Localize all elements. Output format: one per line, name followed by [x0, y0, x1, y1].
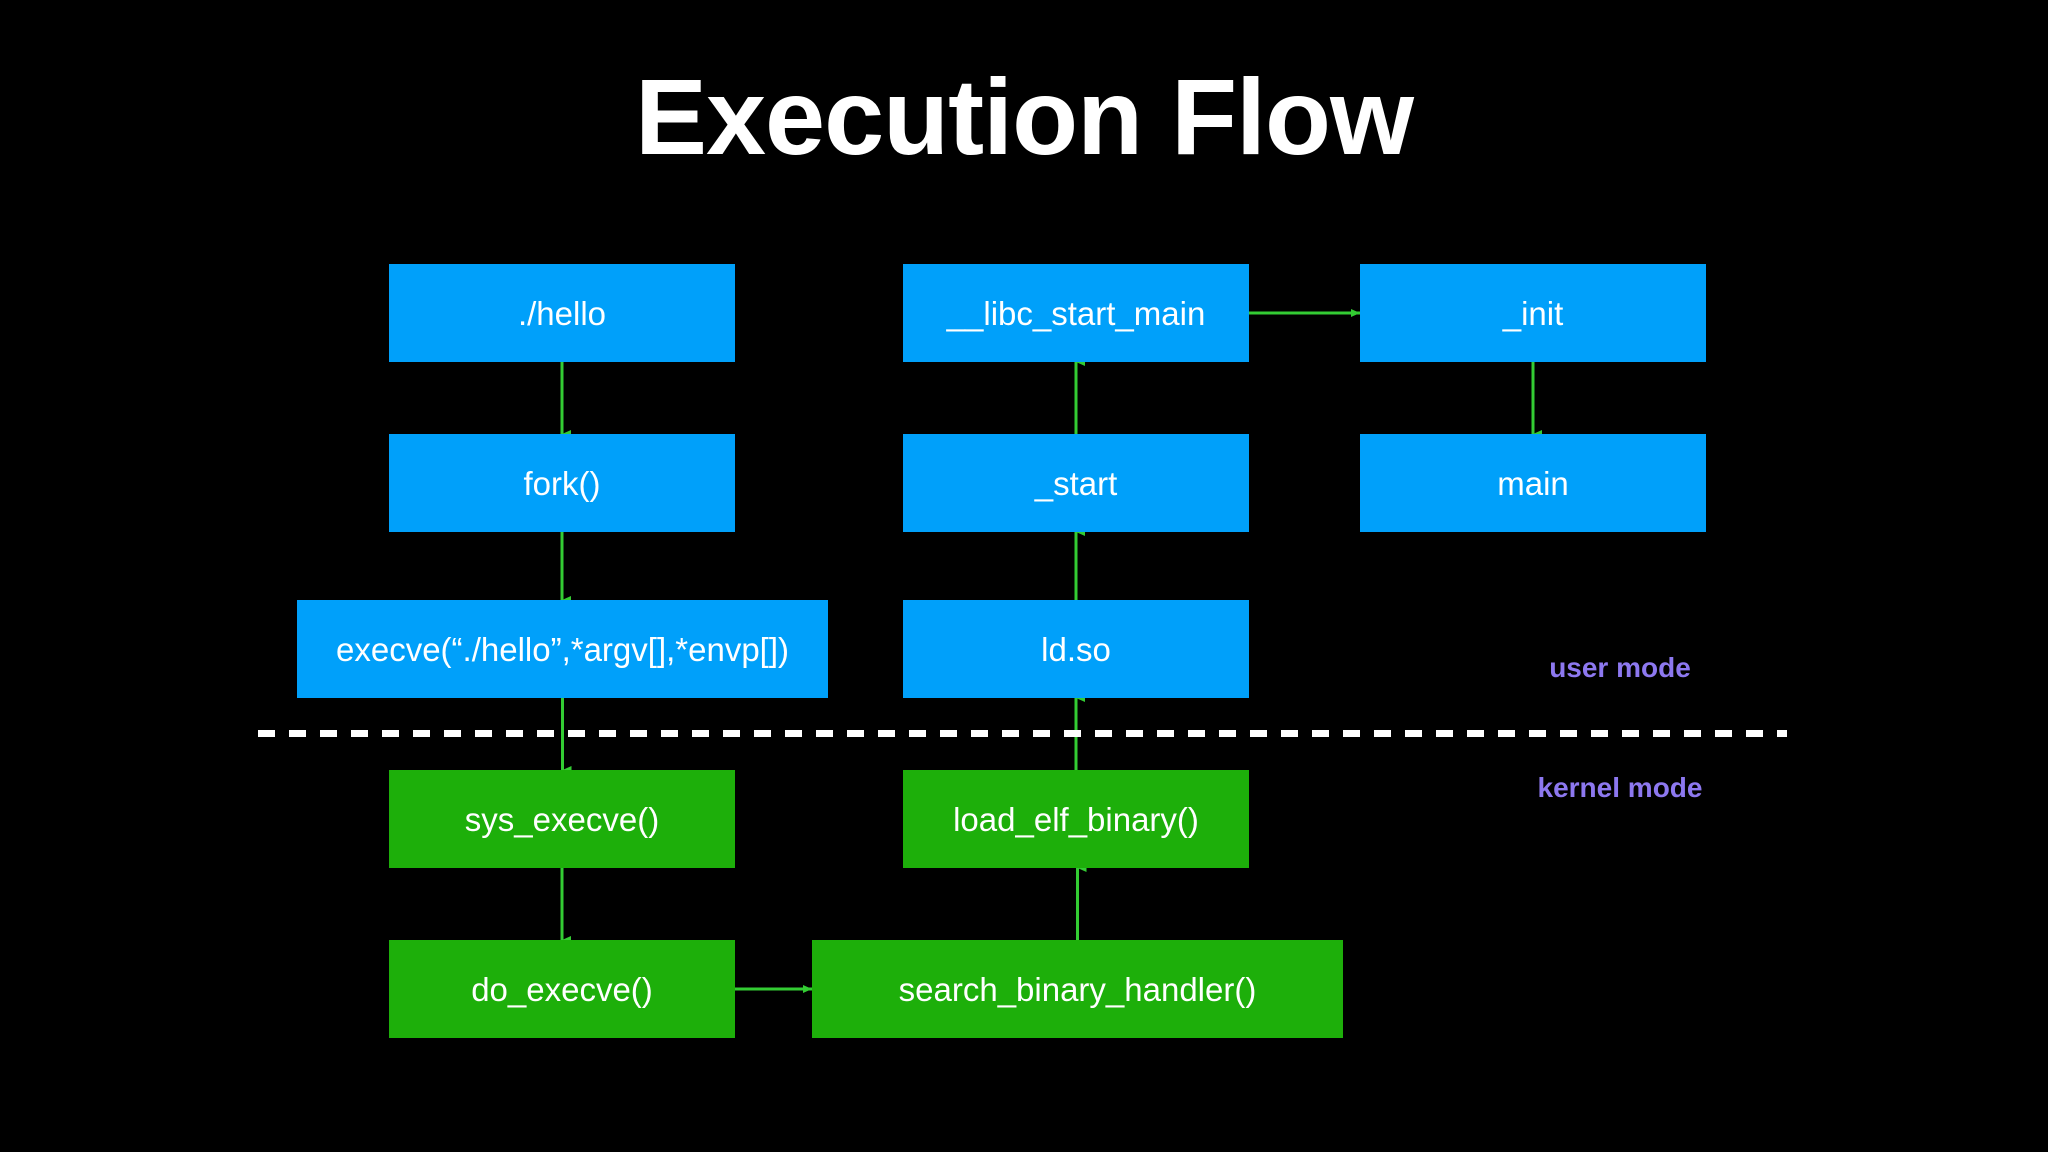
flow-node-start: _start — [903, 434, 1249, 532]
flow-node-fork: fork() — [389, 434, 735, 532]
page-title: Execution Flow — [634, 56, 1414, 177]
flow-node-hello: ./hello — [389, 264, 735, 362]
flow-node-label: _start — [1034, 464, 1118, 502]
kernel-mode-label: kernel mode — [1537, 772, 1703, 803]
flow-node-sys_execve: sys_execve() — [389, 770, 735, 868]
flow-node-ld_so: ld.so — [903, 600, 1249, 698]
flow-node-label: main — [1497, 464, 1569, 502]
flow-node-main: main — [1360, 434, 1706, 532]
flow-node-label: ld.so — [1041, 630, 1111, 668]
flow-node-label: _init — [1502, 294, 1564, 332]
flow-node-label: load_elf_binary() — [953, 800, 1199, 838]
flow-node-do_execve: do_execve() — [389, 940, 735, 1038]
flow-node-init: _init — [1360, 264, 1706, 362]
flow-node-label: fork() — [523, 464, 601, 502]
user-mode-label: user mode — [1549, 652, 1691, 683]
flow-node-libc_start_main: __libc_start_main — [903, 264, 1249, 362]
flow-node-label: search_binary_handler() — [898, 970, 1257, 1008]
flow-node-label: __libc_start_main — [946, 294, 1206, 332]
flow-node-label: do_execve() — [471, 970, 653, 1008]
flow-node-label: ./hello — [517, 294, 607, 332]
flow-node-load_elf_binary: load_elf_binary() — [903, 770, 1249, 868]
flow-node-label: sys_execve() — [464, 800, 660, 838]
mode-divider-line — [258, 730, 1787, 737]
flow-node-search_binary_handler: search_binary_handler() — [812, 940, 1343, 1038]
flow-node-label: execve(“./hello”,*argv[],*envp[]) — [335, 630, 790, 668]
flow-node-execve: execve(“./hello”,*argv[],*envp[]) — [297, 600, 828, 698]
